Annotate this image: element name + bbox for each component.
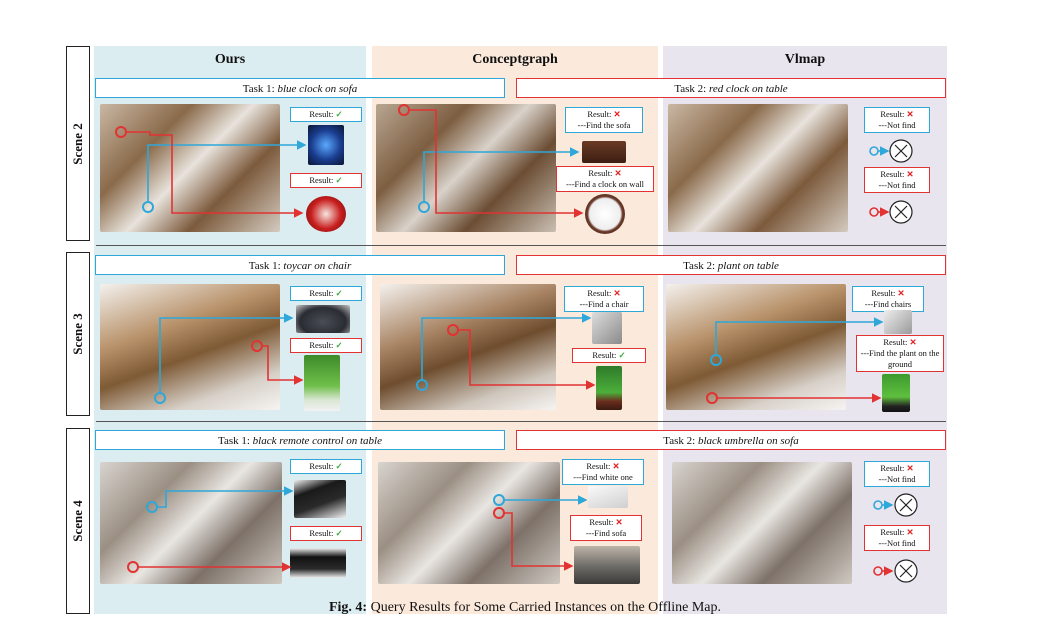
scene3-cg-result-1: Result: ✕---Find a chair <box>564 286 644 312</box>
scene3-vl-map <box>666 284 846 410</box>
sofa-photo-thumb <box>574 546 640 584</box>
scene3-cg-map <box>380 284 556 410</box>
scene-2-label: Scene 2 <box>70 122 85 165</box>
red-clock-thumb <box>306 196 346 232</box>
conceptgraph-header: Conceptgraph <box>472 52 558 67</box>
scene2-cg-map <box>376 104 556 232</box>
scene-4-label: Scene 4 <box>70 500 85 542</box>
scene2-ours-result-1: Result: ✓ <box>290 107 362 122</box>
remote-thumb <box>294 480 346 518</box>
scene-separator <box>96 245 946 246</box>
scene2-ours-result-2: Result: ✓ <box>290 173 362 188</box>
scene4-cg-result-2: Result: ✕---Find sofa <box>570 515 642 541</box>
scene4-ours-result-2: Result: ✓ <box>290 526 362 541</box>
ground-plant-thumb <box>882 374 910 412</box>
blue-clock-thumb <box>308 125 344 165</box>
scene4-cg-result-1: Result: ✕---Find white one <box>562 459 644 485</box>
scene-separator <box>96 421 946 422</box>
toycar-thumb <box>296 305 350 333</box>
sofa-thumb <box>582 141 626 163</box>
wall-clock-thumb <box>585 194 625 234</box>
chairs-thumb <box>884 310 912 334</box>
scene2-cg-result-1: Result: ✕---Find the sofa <box>565 107 643 133</box>
scene3-cg-result-2: Result: ✓ <box>572 348 646 363</box>
scene4-ours-result-1: Result: ✓ <box>290 459 362 474</box>
scene-3-label-box: Scene 3 <box>66 252 90 416</box>
scene3-ours-result-1: Result: ✓ <box>290 286 362 301</box>
scene3-task1: Task 1: toycar on chair <box>95 255 505 275</box>
scene4-cg-map <box>378 462 560 584</box>
scene2-vl-map <box>668 104 848 232</box>
scene4-vl-result-2: Result: ✕---Not find <box>864 525 930 551</box>
umbrella-thumb <box>290 548 346 578</box>
scene-4-label-box: Scene 4 <box>66 428 90 614</box>
plant-thumb <box>304 355 340 411</box>
figure-caption-text: Query Results for Some Carried Instances… <box>367 600 722 615</box>
figure-caption-label: Fig. 4: <box>328 600 368 615</box>
figure-caption: Fig. 4: Query Results for Some Carried I… <box>0 600 1050 616</box>
scene-2-label-box: Scene 2 <box>66 46 90 241</box>
scene3-task2: Task 2: plant on table <box>516 255 946 275</box>
scene-3-label: Scene 3 <box>70 313 85 355</box>
chair-thumb <box>592 312 622 344</box>
scene4-ours-map <box>100 462 282 584</box>
white-remote-thumb <box>588 486 628 508</box>
scene2-vl-result-1: Result: ✕---Not find <box>864 107 930 133</box>
vlmap-header: Vlmap <box>784 52 826 67</box>
scene2-cg-result-2: Result: ✕---Find a clock on wall <box>556 166 654 192</box>
ours-header: Ours <box>214 52 246 67</box>
scene2-ours-map <box>100 104 280 232</box>
scene4-vl-map <box>672 462 852 584</box>
scene2-task2: Task 2: red clock on table <box>516 78 946 98</box>
scene4-vl-result-1: Result: ✕---Not find <box>864 461 930 487</box>
scene3-vl-result-1: Result: ✕---Find chairs <box>852 286 924 312</box>
potted-plant-thumb <box>596 366 622 410</box>
scene4-task1: Task 1: black remote control on table <box>95 430 505 450</box>
scene4-task2: Task 2: black umbrella on sofa <box>516 430 946 450</box>
scene3-ours-map <box>100 284 280 410</box>
scene2-vl-result-2: Result: ✕---Not find <box>864 167 930 193</box>
scene3-vl-result-2: Result: ✕---Find the plant on the ground <box>856 335 944 372</box>
scene2-task1: Task 1: blue clock on sofa <box>95 78 505 98</box>
scene3-ours-result-2: Result: ✓ <box>290 338 362 353</box>
